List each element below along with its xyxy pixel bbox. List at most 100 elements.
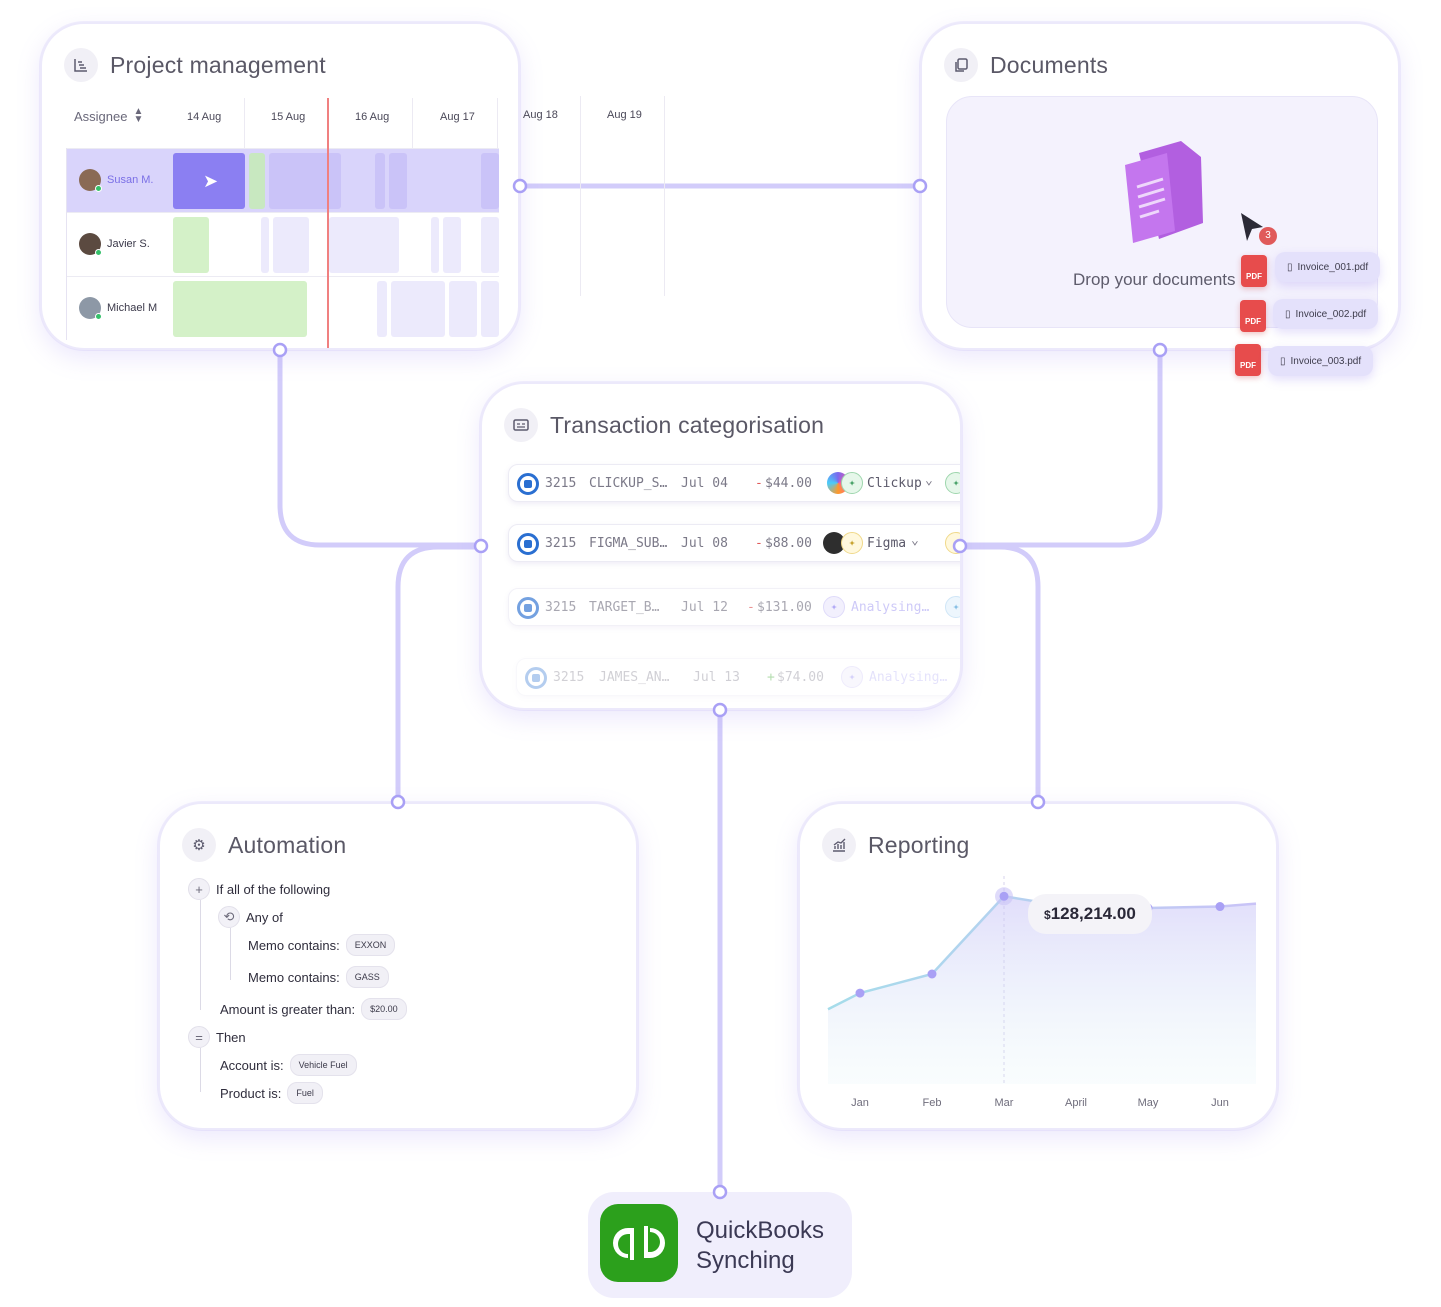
file-icon: ▯ (1280, 355, 1286, 367)
tx-category[interactable]: Figma (867, 536, 907, 551)
task-bar[interactable] (269, 153, 341, 209)
tree-connector (230, 928, 231, 980)
gantt-row-susan[interactable]: Susan M. ➤ (67, 148, 499, 212)
bank-icon (517, 533, 539, 555)
task-bar[interactable] (173, 281, 307, 337)
tx-category[interactable]: Clickup (867, 476, 922, 491)
product-value-pill[interactable]: Fuel (287, 1082, 323, 1104)
task-bar-selected[interactable]: ➤ (173, 153, 245, 209)
ai-sparkle-icon: ✦ (823, 596, 845, 618)
memo-value-pill[interactable]: GASS (345, 966, 389, 988)
assignee-sort[interactable]: Assignee ▲▼ (74, 107, 143, 125)
pdf-icon: PDF (1235, 344, 1261, 376)
assignee: Susan M. (79, 169, 154, 192)
transaction-row[interactable]: 3215 FIGMA_SUB… Jul 08 - $88.00 ✦ Figma … (508, 524, 960, 562)
memo-condition[interactable]: Memo contains: GASS (248, 966, 389, 988)
file-chip[interactable]: ▯Invoice_001.pdf (1275, 252, 1381, 282)
pdf-icon: PDF (1241, 255, 1267, 287)
transaction-row[interactable]: 3215 JAMES_AN… Jul 13 + $74.00 ✦ Analysi… (516, 658, 960, 696)
condition-group[interactable]: + If all of the following (188, 878, 330, 900)
product-action[interactable]: Product is: Fuel (220, 1082, 323, 1104)
task-bar[interactable] (173, 217, 209, 273)
data-point[interactable] (855, 988, 865, 998)
task-bar[interactable] (273, 217, 309, 273)
file-name: Invoice_002.pdf (1295, 308, 1367, 320)
project-management-card: Project management Assignee ▲▼ 14 Aug 15… (40, 22, 520, 350)
gantt-row-javier[interactable]: Javier S. (67, 212, 499, 276)
ai-sparkle-icon[interactable]: ✦ (945, 532, 960, 554)
amount-condition[interactable]: Amount is greater than: $20.00 (220, 998, 407, 1020)
task-bar[interactable] (481, 217, 499, 273)
memo-condition[interactable]: Memo contains: EXXON (248, 934, 396, 956)
data-point[interactable] (927, 969, 937, 979)
date-header: 14 Aug (187, 111, 222, 123)
chevron-down-icon[interactable]: ⌄ (925, 473, 933, 488)
ai-sparkle-icon[interactable]: ✦ (945, 596, 960, 618)
task-bar[interactable] (389, 153, 407, 209)
online-indicator (95, 249, 102, 256)
x-tick-label: Feb (922, 1097, 942, 1109)
reporting-title: Reporting (868, 831, 970, 858)
tx-category: Analysing… (869, 670, 948, 685)
quickbooks-logo-icon (600, 1204, 678, 1282)
quickbooks-sync[interactable]: QuickBooks Synching (588, 1192, 852, 1298)
task-bar[interactable] (249, 153, 265, 209)
file-chip[interactable]: ▯Invoice_002.pdf (1273, 299, 1379, 329)
condition-any-of[interactable]: ⟲ Any of (218, 906, 283, 928)
data-point[interactable] (999, 891, 1009, 901)
data-point[interactable] (1215, 902, 1225, 912)
x-tick-label: April (1064, 1097, 1088, 1109)
gantt-row-michael[interactable]: Michael M (67, 276, 499, 340)
document-drop-zone[interactable]: Drop your documents 3 (946, 96, 1378, 328)
assignee-name: Susan M. (107, 174, 154, 186)
amount-value-pill[interactable]: $20.00 (361, 998, 407, 1020)
memo-label: Memo contains: (248, 969, 340, 985)
task-bar[interactable] (377, 281, 387, 337)
transaction-row[interactable]: 3215 TARGET_B… Jul 12 - $131.00 ✦ Analys… (508, 588, 960, 626)
task-bar[interactable] (431, 217, 439, 273)
gears-icon: ⚙ (182, 828, 216, 862)
file-name: Invoice_003.pdf (1290, 355, 1362, 367)
tx-code: 3215 (553, 670, 585, 685)
tx-code: 3215 (545, 536, 577, 551)
task-bar[interactable] (261, 217, 269, 273)
tx-amount: $131.00 (757, 600, 812, 615)
quickbooks-line2: Synching (696, 1247, 795, 1274)
repeat-icon[interactable]: ⟲ (218, 906, 240, 928)
ai-sparkle-icon: ✦ (841, 666, 863, 688)
tx-sign: - (747, 600, 755, 615)
file-name: Invoice_001.pdf (1297, 261, 1369, 273)
tree-connector (200, 1048, 201, 1092)
x-tick-label: Jan (851, 1097, 869, 1109)
quickbooks-label: QuickBooks Synching (696, 1216, 824, 1276)
tx-amount: $74.00 (777, 670, 824, 685)
bank-icon (517, 597, 539, 619)
chevron-down-icon[interactable]: ⌄ (911, 533, 919, 548)
plus-icon[interactable]: + (188, 878, 210, 900)
account-action[interactable]: Account is: Vehicle Fuel (220, 1054, 357, 1076)
gantt-icon (64, 48, 98, 82)
transaction-row[interactable]: 3215 CLICKUP_S… Jul 04 - $44.00 ✦ Clicku… (508, 464, 960, 502)
account-value-pill[interactable]: Vehicle Fuel (289, 1054, 357, 1076)
ai-sparkle-icon[interactable]: ✦ (945, 472, 960, 494)
assignee: Javier S. (79, 233, 150, 256)
tx-memo: TARGET_B… (589, 600, 660, 615)
task-bar[interactable] (443, 217, 461, 273)
date-header: 15 Aug (271, 111, 306, 123)
product-label: Product is: (220, 1085, 282, 1101)
task-bar[interactable] (391, 281, 445, 337)
task-bar[interactable] (329, 217, 399, 273)
equals-icon[interactable]: = (188, 1026, 210, 1048)
task-bar[interactable] (449, 281, 477, 337)
task-bar[interactable] (375, 153, 385, 209)
task-bar[interactable] (481, 153, 499, 209)
date-header: Aug 17 (440, 111, 475, 123)
transaction-title: Transaction categorisation (550, 411, 825, 438)
automation-card: ⚙ Automation + If all of the following ⟲… (158, 802, 638, 1130)
task-bar[interactable] (481, 281, 499, 337)
then-group[interactable]: = Then (188, 1026, 246, 1048)
memo-label: Memo contains: (248, 937, 340, 953)
memo-value-pill[interactable]: EXXON (345, 934, 396, 956)
file-chip[interactable]: ▯ Invoice_003.pdf (1268, 346, 1374, 376)
tx-date: Jul 04 (681, 476, 728, 491)
